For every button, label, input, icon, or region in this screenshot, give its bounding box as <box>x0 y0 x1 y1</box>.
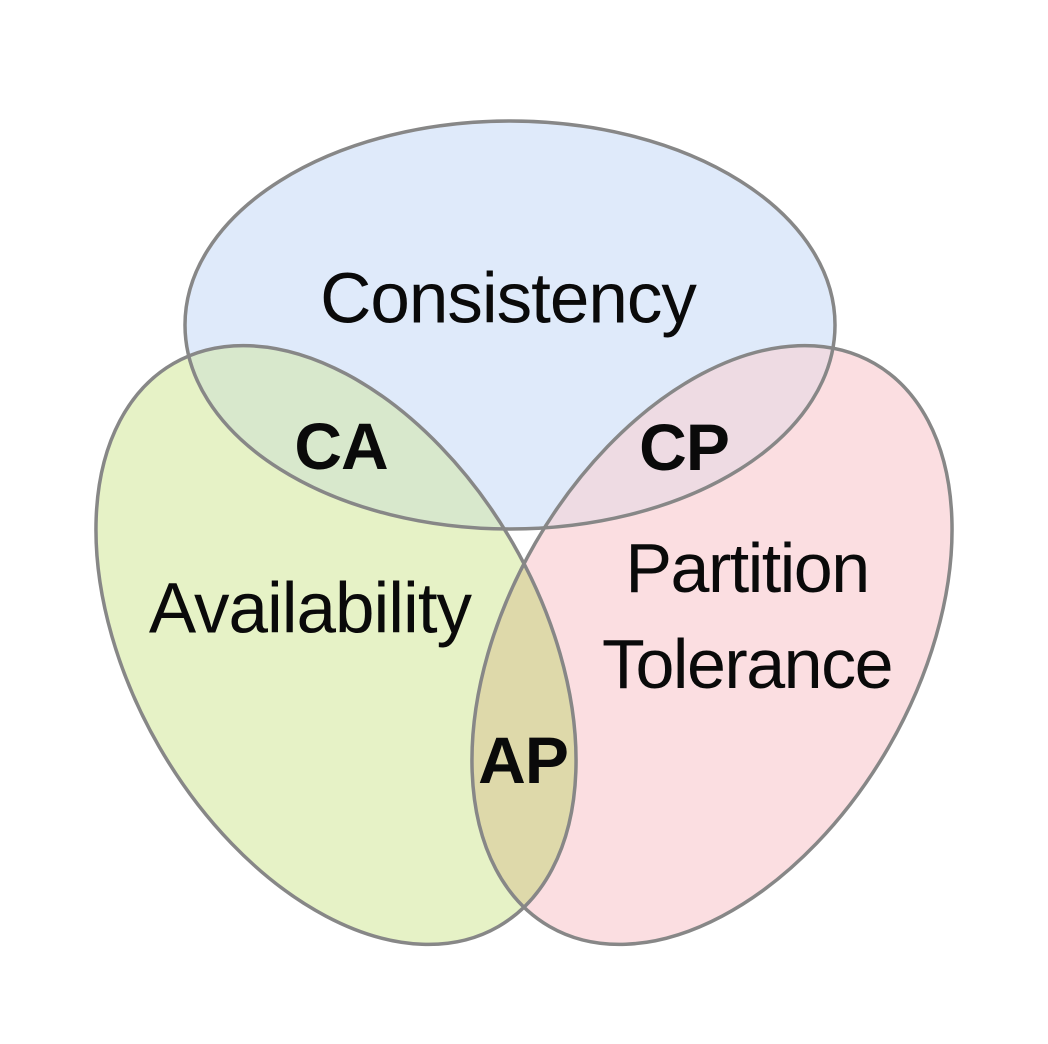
consistency-label: Consistency <box>320 259 697 339</box>
partition-tolerance-label: Partition Tolerance <box>601 520 894 712</box>
ca-label: CA <box>294 409 388 483</box>
consistency-ellipse-outline <box>183 119 837 531</box>
availability-ellipse-outline <box>94 343 578 947</box>
partition-tolerance-label-line2: Tolerance <box>601 625 894 703</box>
availability-label: Availability <box>148 569 472 649</box>
partition-tolerance-ellipse-outline <box>470 343 954 947</box>
partition-tolerance-label-line1: Partition <box>625 529 870 607</box>
cp-label: CP <box>639 410 730 484</box>
ap-label: AP <box>478 723 569 797</box>
